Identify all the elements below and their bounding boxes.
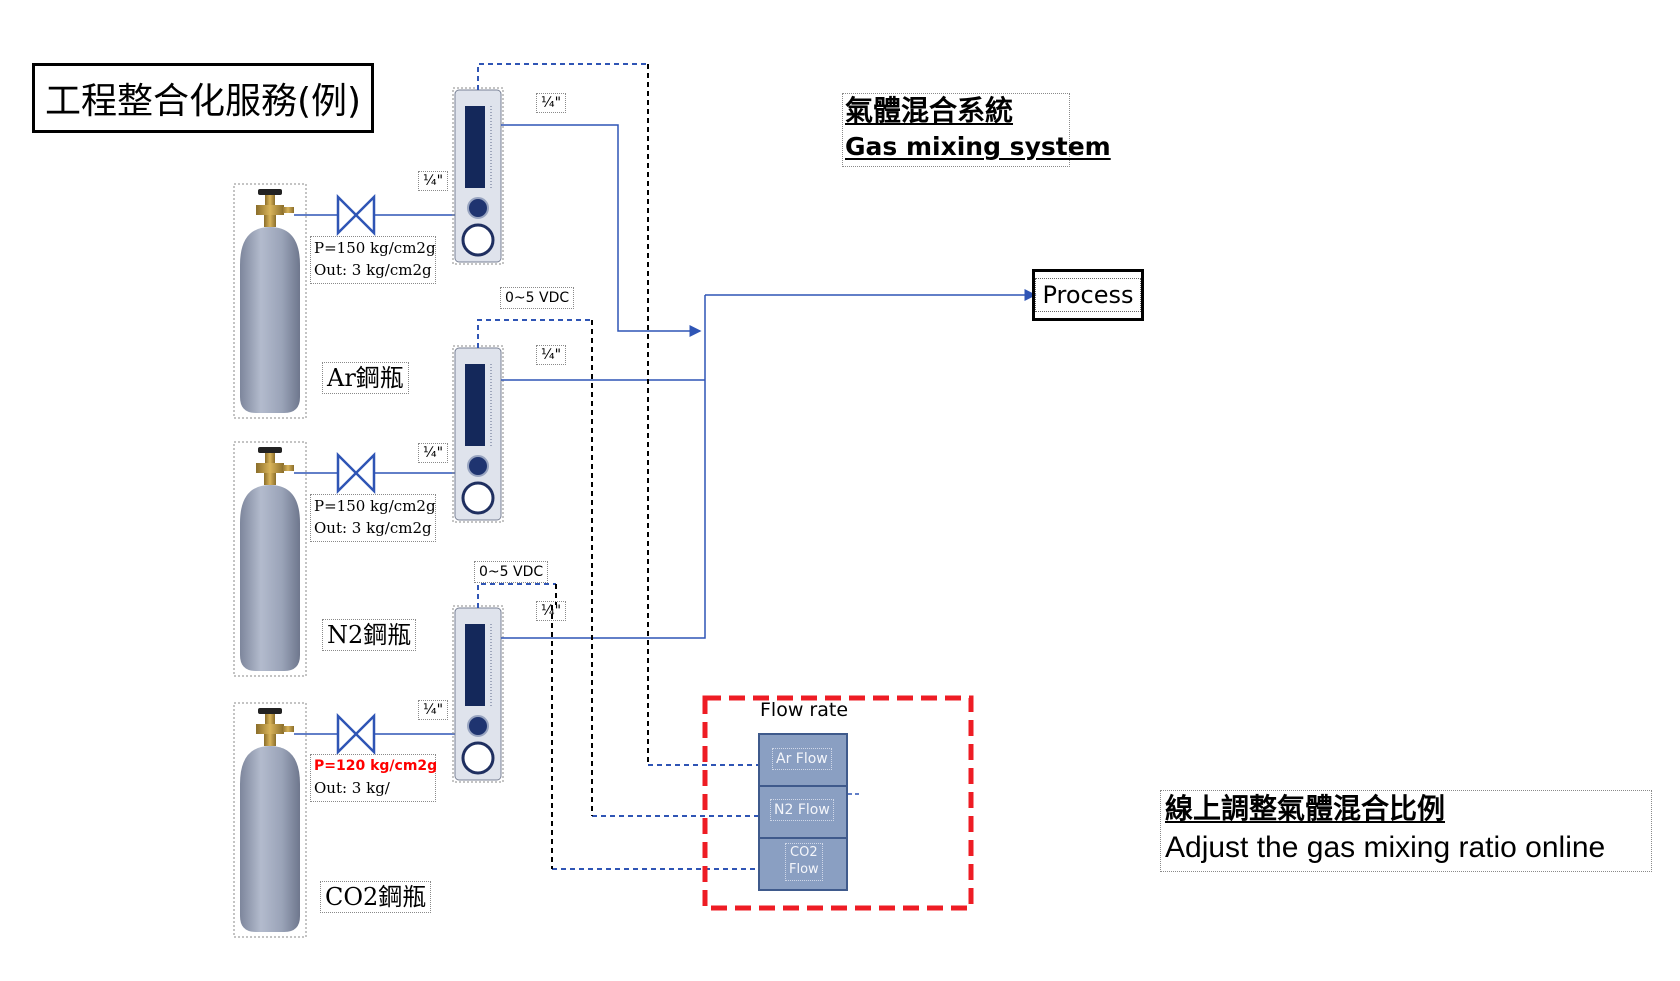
flow-controller-panel: Ar Flow N2 Flow CO2 Flow — [758, 733, 848, 891]
cylinder-pressure: P=150 kg/cm2g — [314, 239, 436, 257]
controller-title: Flow rate — [760, 699, 849, 721]
fitting-label: ¼" — [536, 601, 567, 621]
gas-cylinder-icon — [233, 702, 307, 938]
note-en: Adjust the gas mixing ratio online — [1165, 831, 1606, 864]
cylinder-outlet-pressure: Out: 3 kg/cm2g — [314, 519, 432, 537]
flowmeter-icon — [452, 605, 504, 783]
page-title-text: 工程整合化服務(例) — [44, 81, 362, 122]
fitting-label: ¼" — [536, 93, 567, 113]
process-label: Process — [1035, 278, 1141, 312]
page-title: 工程整合化服務(例) — [32, 63, 374, 133]
note-zh: 線上調整氣體混合比例 — [1165, 792, 1446, 825]
note-box: 線上調整氣體混合比例 Adjust the gas mixing ratio o… — [1160, 790, 1652, 872]
system-title: 氣體混合系統 Gas mixing system — [842, 93, 1111, 167]
controller-row-n2-flow: N2 Flow — [770, 799, 834, 822]
fitting-label: ¼" — [536, 345, 567, 365]
signal-label: 0~5 VDC — [474, 561, 549, 583]
cylinder-name: N2鋼瓶 — [322, 619, 417, 651]
cylinder-outlet-pressure: Out: 3 kg/cm2g — [314, 261, 432, 279]
cylinder-outlet-pressure: Out: 3 kg/ — [314, 779, 390, 797]
flowmeter-icon — [452, 87, 504, 265]
valve-icon — [336, 451, 376, 495]
process-box: Process — [1032, 269, 1144, 321]
fitting-label: ¼" — [418, 443, 449, 463]
fitting-label: ¼" — [418, 700, 449, 720]
signal-lines-blue — [477, 63, 758, 870]
controller-highlight-frame — [702, 695, 974, 911]
system-title-en: Gas mixing system — [845, 132, 1111, 161]
cylinder-pressure-alert: P=120 kg/cm2g — [314, 758, 438, 774]
cylinder-pressure-box: P=150 kg/cm2g Out: 3 kg/cm2g — [310, 494, 436, 542]
cylinder-name: Ar鋼瓶 — [322, 362, 409, 394]
gas-cylinder-icon — [233, 441, 307, 677]
flowmeter-icon — [452, 345, 504, 523]
cylinder-pressure-box: P=150 kg/cm2g Out: 3 kg/cm2g — [310, 236, 436, 284]
outlet-lines — [501, 124, 1037, 639]
valve-icon — [336, 193, 376, 237]
cylinder-pressure-box: P=120 kg/cm2g Out: 3 kg/ — [310, 754, 438, 802]
cylinder-pressure: P=150 kg/cm2g — [314, 497, 436, 515]
system-title-zh: 氣體混合系統 — [845, 94, 1014, 127]
signal-lines-black — [551, 64, 649, 869]
gas-cylinder-icon — [233, 183, 307, 419]
controller-row-co2-flow: CO2 Flow — [785, 843, 823, 881]
valve-icon — [336, 712, 376, 756]
signal-label: 0~5 VDC — [500, 287, 575, 309]
cylinder-name: CO2鋼瓶 — [320, 881, 432, 913]
controller-row-ar-flow: Ar Flow — [772, 748, 832, 771]
fitting-label: ¼" — [418, 171, 449, 191]
